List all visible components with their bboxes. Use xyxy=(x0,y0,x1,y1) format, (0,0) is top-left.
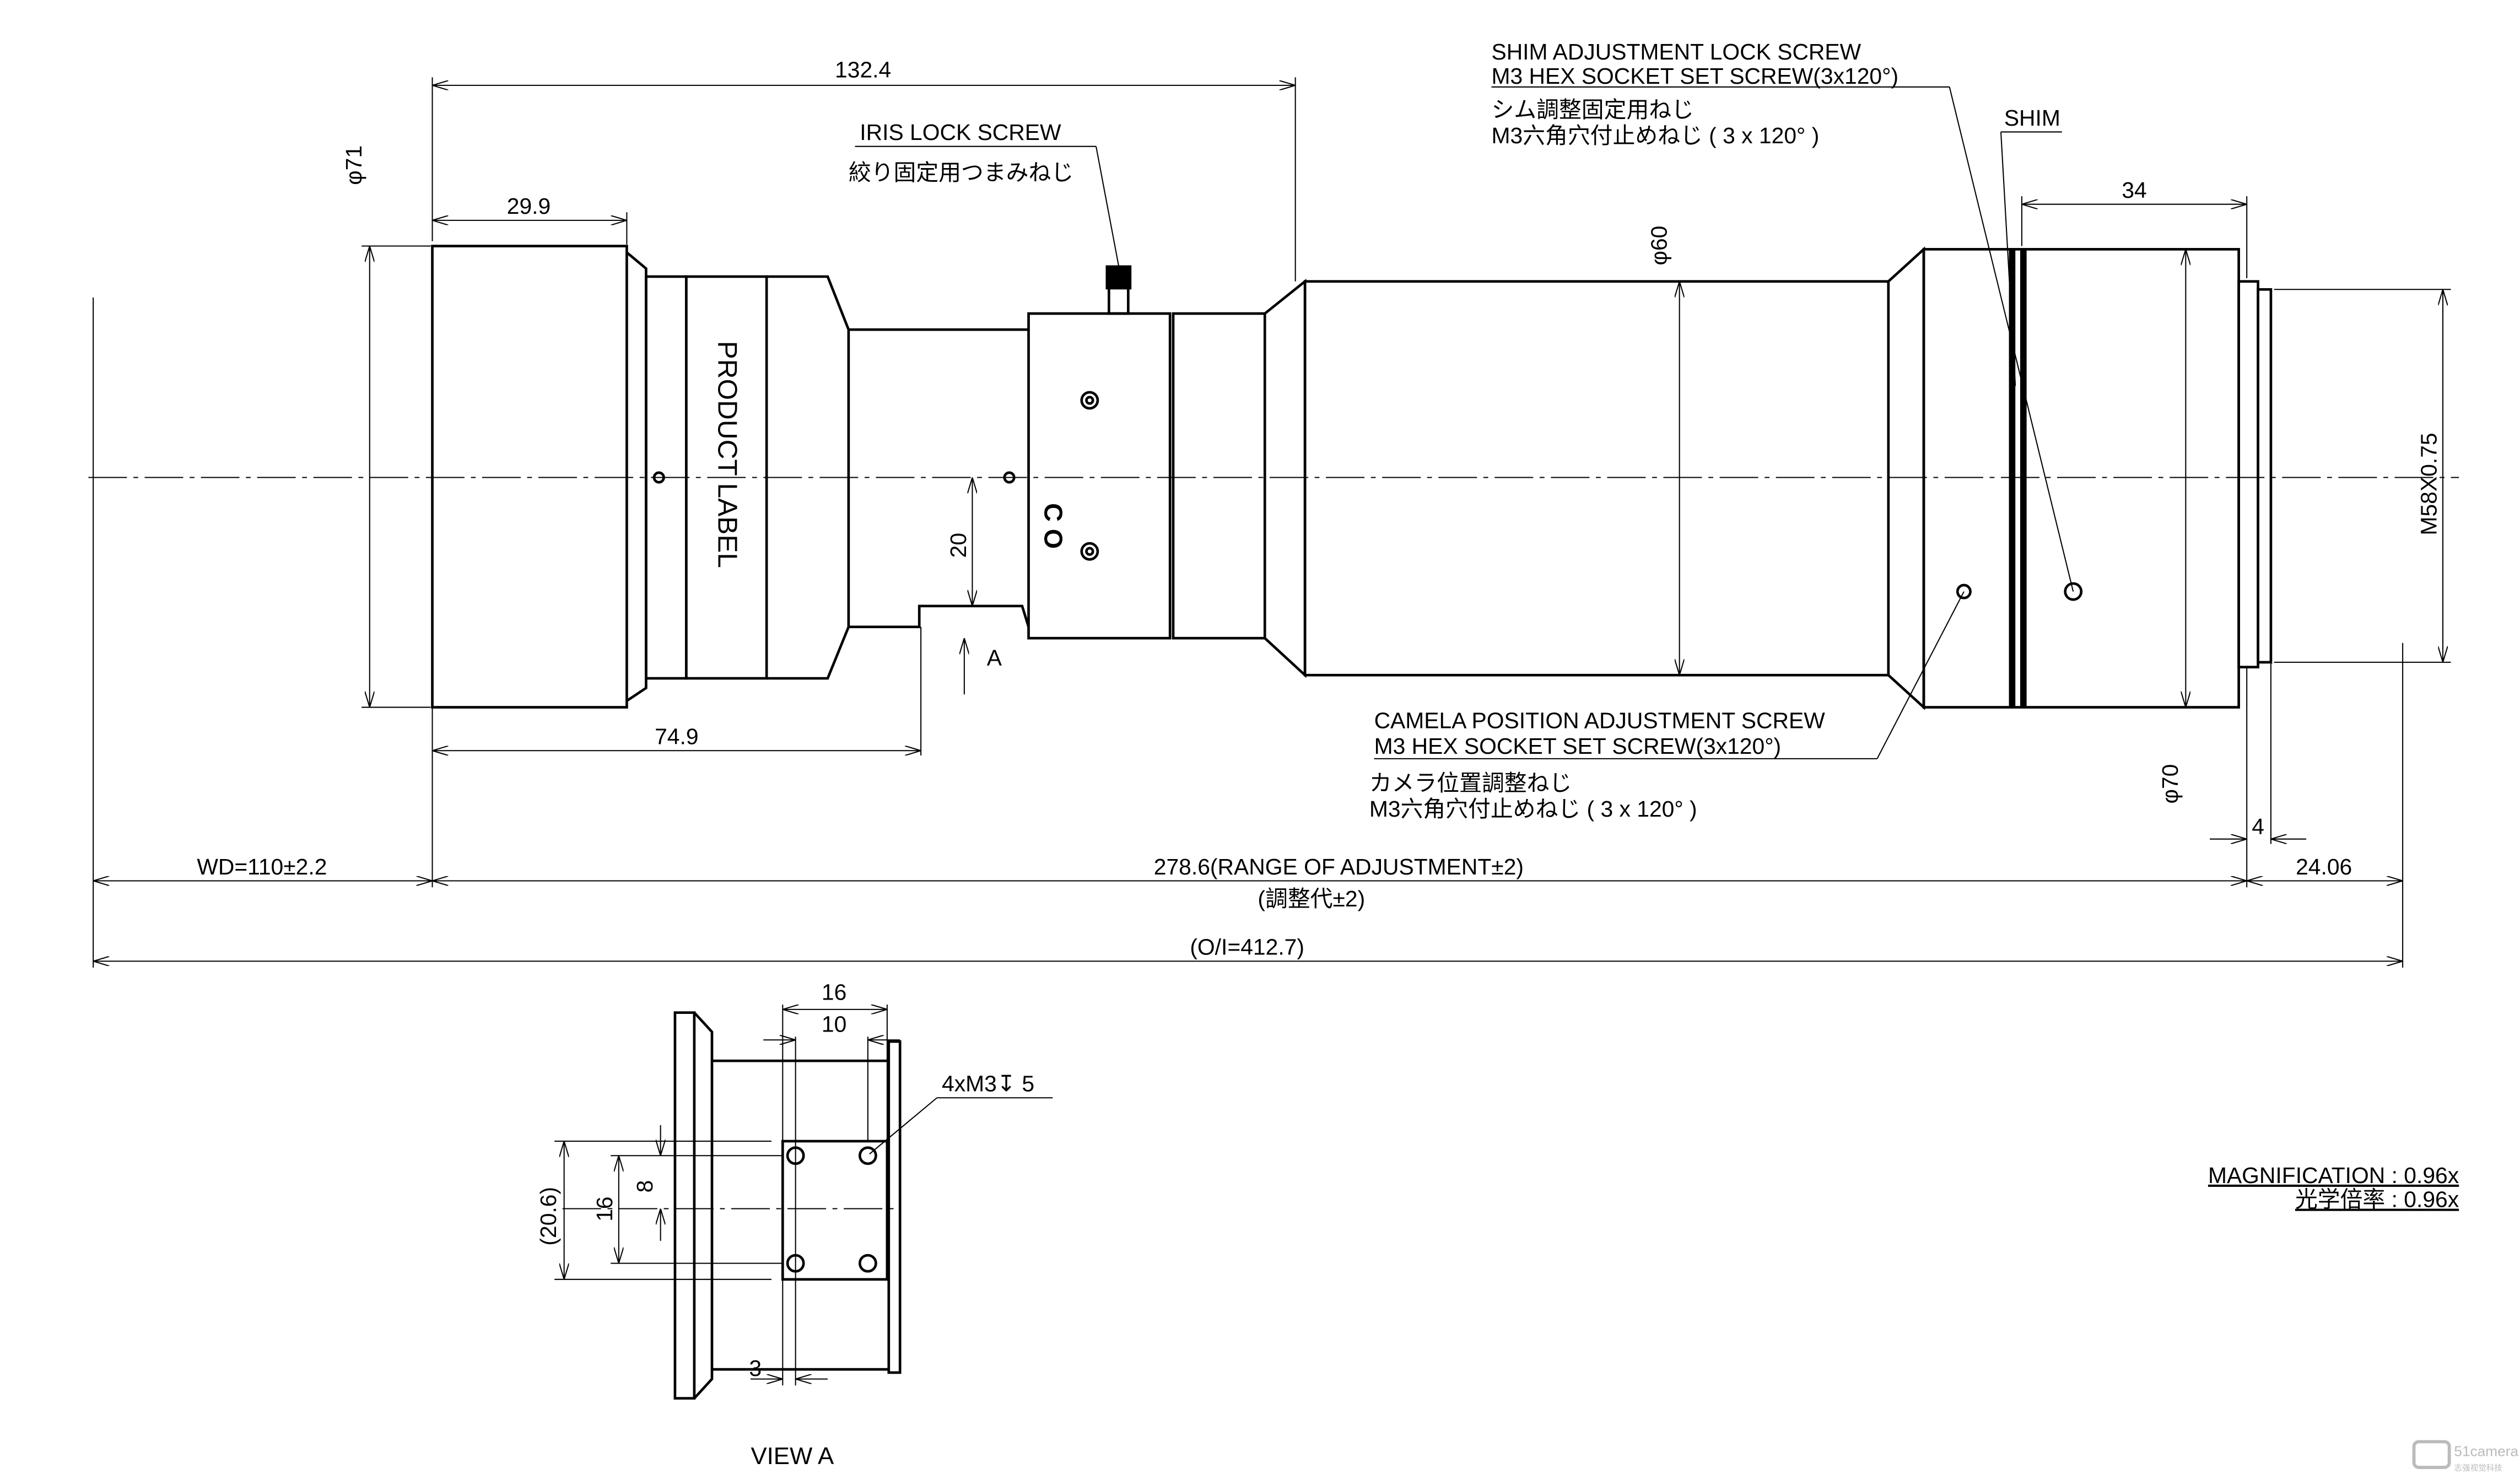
shim xyxy=(2009,249,2016,708)
view-a-dim-8: 8 xyxy=(632,1180,657,1193)
rear-barrel xyxy=(1922,248,2240,709)
camera-adj-screw xyxy=(1956,584,1972,600)
front-barrel xyxy=(431,245,628,709)
dim-adjustment-range: 278.6(RANGE OF ADJUSTMENT±2) xyxy=(1154,854,1524,879)
lens-body xyxy=(431,245,2273,710)
dim-front-diameter: φ71 xyxy=(341,145,366,185)
camera-adj-label-jp: カメラ位置調整ねじ xyxy=(1369,770,1572,796)
dim-view-a-position: 74.9 xyxy=(655,724,698,749)
shim-lock-label-jp: シム調整固定用ねじ xyxy=(1491,97,1693,122)
shim-label: SHIM xyxy=(2004,105,2060,131)
camera-adj-spec: M3 HEX SOCKET SET SCREW(3x120°) xyxy=(1374,733,1782,759)
watermark-brand: 51camera xyxy=(2454,1443,2518,1460)
camera-adj-spec-jp: M3六角穴付止めねじ ( 3 x 120° ) xyxy=(1369,796,1697,822)
view-a-dim-16: 16 xyxy=(822,979,846,1005)
dim-working-distance: WD=110±2.2 xyxy=(197,854,327,879)
view-a-dim-16v: 16 xyxy=(592,1196,617,1221)
dim-object-image: (O/I=412.7) xyxy=(1190,935,1304,960)
magnification-jp: 光学倍率 : 0.96x xyxy=(2295,1187,2459,1212)
camera-mount xyxy=(2257,288,2273,664)
camera-adj-label: CAMELA POSITION ADJUSTMENT SCREW xyxy=(1374,708,1826,733)
iris-lock-screw xyxy=(1108,285,1130,315)
view-a xyxy=(554,1005,1053,1400)
co-mark: C O xyxy=(1039,503,1068,549)
shim-lock-label: SHIM ADJUSTMENT LOCK SCREW xyxy=(1491,39,1861,64)
shim-lock-spec: M3 HEX SOCKET SET SCREW(3x120°) xyxy=(1491,63,1898,89)
dim-mount-offset: 4 xyxy=(2252,814,2264,839)
callouts xyxy=(855,86,2074,759)
watermark-logo: 51camera 志强视觉科技 xyxy=(2412,1440,2518,1473)
view-a-title: VIEW A xyxy=(751,1443,834,1470)
view-a-dim-3: 3 xyxy=(749,1356,762,1381)
iris-ring xyxy=(1027,312,1172,640)
dim-adjustment-range-jp: (調整代±2) xyxy=(1258,886,1365,911)
view-a-dim-10: 10 xyxy=(822,1012,846,1037)
view-a-arrow-label: A xyxy=(987,645,1002,671)
top-dimensions xyxy=(361,77,2451,708)
iris-lock-label: IRIS LOCK SCREW xyxy=(860,120,1061,145)
product-label: PRODUCT LABEL xyxy=(713,341,743,568)
dim-rear-diameter: φ70 xyxy=(2157,764,2183,804)
dim-front-length: 29.9 xyxy=(507,193,551,219)
shim-lock-spec-jp: M3六角穴付止めねじ ( 3 x 120° ) xyxy=(1491,123,1819,148)
dim-view-a-height: 20 xyxy=(946,533,971,558)
iris-lock-label-jp: 絞り固定用つまみねじ xyxy=(849,160,1073,185)
dim-mount-thread: M58X0.75 xyxy=(2416,433,2441,535)
magnification-en: MAGNIFICATION : 0.96x xyxy=(2208,1163,2459,1188)
dim-body-diameter: φ60 xyxy=(1646,226,1671,266)
shim-lock-screw xyxy=(2064,582,2083,601)
main-tube xyxy=(1303,280,1890,677)
bottom-dimensions xyxy=(93,627,2404,968)
view-a-dim-20-6: (20.6) xyxy=(536,1187,561,1246)
view-a-hole-spec: 4xM3↧ 5 xyxy=(942,1071,1034,1097)
dim-mount-flange: 24.06 xyxy=(2296,854,2352,879)
dim-overall-length: 132.4 xyxy=(835,57,891,82)
dim-rear-length: 34 xyxy=(2122,177,2146,203)
watermark-sub: 志强视觉科技 xyxy=(2454,1464,2502,1473)
